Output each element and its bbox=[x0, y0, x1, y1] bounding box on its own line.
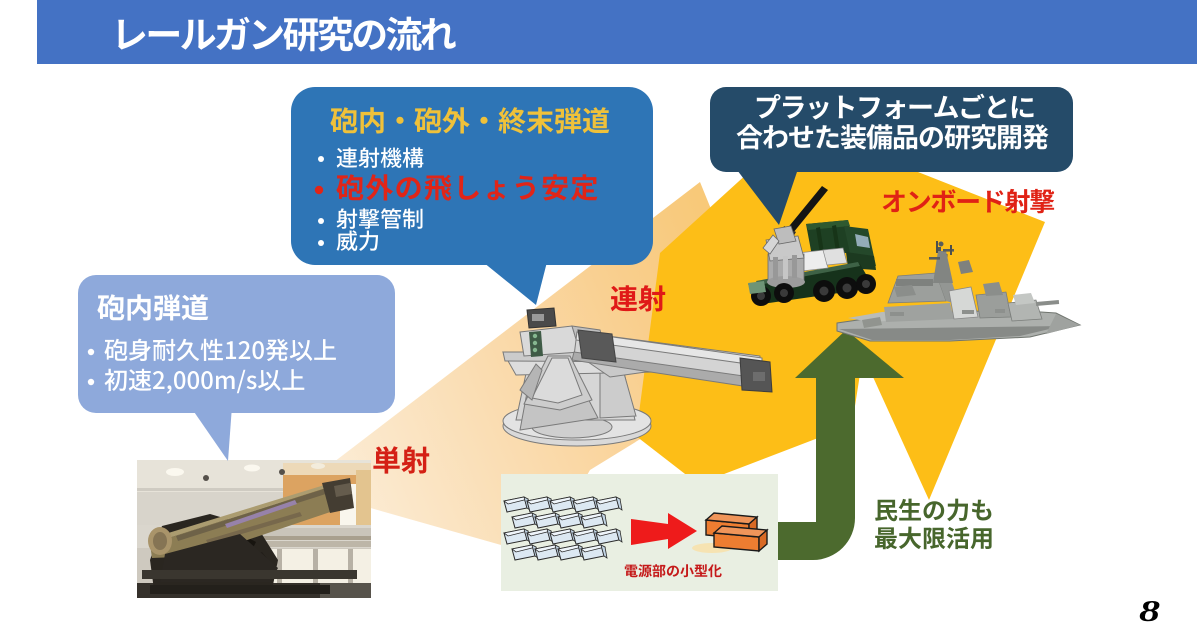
svg-text:8: 8 bbox=[1139, 594, 1160, 627]
